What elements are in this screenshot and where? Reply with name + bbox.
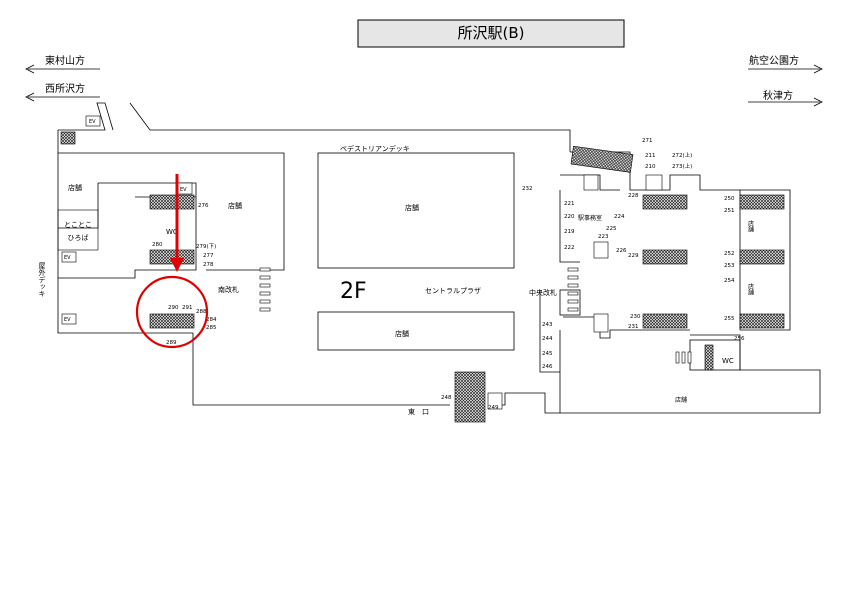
- svg-text:秋津方: 秋津方: [763, 89, 793, 102]
- svg-text:256: 256: [734, 336, 745, 342]
- svg-text:277: 277: [203, 253, 214, 259]
- svg-text:252: 252: [724, 251, 735, 257]
- svg-text:255: 255: [724, 316, 735, 322]
- shop-block-center: 店舗: [317, 152, 515, 269]
- shop-block-lower: 店舗: [317, 311, 515, 351]
- svg-text:272(上): 272(上): [672, 151, 692, 159]
- svg-text:店舗: 店舗: [405, 203, 419, 212]
- svg-text:280: 280: [152, 242, 163, 248]
- svg-text:244: 244: [542, 336, 553, 342]
- svg-text:248: 248: [441, 395, 452, 401]
- station-title: 所沢駅(B): [458, 24, 525, 42]
- shop-label: 店舗: [747, 219, 754, 233]
- arrow-down-icon: [170, 258, 184, 272]
- south-gate-bars: [259, 267, 271, 312]
- svg-text:219: 219: [564, 229, 575, 235]
- svg-text:西所沢方: 西所沢方: [45, 82, 85, 95]
- svg-text:243: 243: [542, 322, 553, 328]
- svg-text:EV: EV: [64, 317, 71, 323]
- target-circle: [135, 275, 209, 349]
- svg-text:291: 291: [182, 305, 193, 311]
- wc-label: WC: [166, 228, 178, 236]
- shop-label: 店舗: [747, 282, 754, 296]
- svg-text:290: 290: [168, 305, 179, 311]
- svg-text:276: 276: [198, 203, 209, 209]
- title-box: 所沢駅(B): [357, 19, 625, 48]
- svg-text:航空公園方: 航空公園方: [749, 54, 799, 67]
- ev-labels: EV EV EV EV: [64, 119, 187, 323]
- central-gate-label: 中央改札: [529, 288, 557, 297]
- svg-text:225: 225: [606, 226, 617, 232]
- area-labels: 店舗 店舗 ペデストリアンデッキ セントラルプラザ 2F 南改札 中央改札 東 …: [38, 144, 754, 416]
- svg-text:229: 229: [628, 253, 639, 259]
- svg-text:273(上): 273(上): [672, 162, 692, 170]
- wc-label: WC: [722, 357, 734, 365]
- ev-boxes: [61, 115, 663, 410]
- svg-text:251: 251: [724, 208, 735, 214]
- svg-text:224: 224: [614, 214, 625, 220]
- svg-text:222: 222: [564, 245, 575, 251]
- wc-stalls: [675, 351, 692, 364]
- svg-text:EV: EV: [89, 119, 96, 125]
- svg-text:EV: EV: [64, 255, 71, 261]
- central-gate-bars: [567, 267, 579, 312]
- svg-text:249: 249: [488, 405, 499, 411]
- svg-text:271: 271: [642, 138, 653, 144]
- direction-nishitokorozawa: 西所沢方: [25, 82, 100, 102]
- svg-text:246: 246: [542, 364, 553, 370]
- svg-text:ひろば: ひろば: [68, 233, 89, 242]
- svg-text:250: 250: [724, 196, 735, 202]
- escalators: [60, 131, 785, 423]
- svg-text:232: 232: [522, 186, 533, 192]
- svg-text:289: 289: [166, 340, 177, 346]
- direction-akitsu: 秋津方: [748, 89, 823, 107]
- svg-text:231: 231: [628, 324, 639, 330]
- svg-text:EV: EV: [180, 187, 187, 193]
- arrow-right-icon: [813, 97, 823, 107]
- floor-label: 2F: [340, 279, 367, 304]
- svg-text:288: 288: [196, 309, 207, 315]
- svg-text:278: 278: [203, 262, 214, 268]
- east-exit-label: 東 口: [408, 407, 429, 416]
- svg-text:284: 284: [206, 317, 217, 323]
- central-plaza-label: セントラルプラザ: [425, 287, 481, 295]
- station-office-label: 駅事務室: [578, 214, 602, 222]
- svg-text:245: 245: [542, 351, 553, 357]
- svg-text:220: 220: [564, 214, 575, 220]
- pedestrian-deck-label: ペデストリアンデッキ: [340, 144, 410, 153]
- svg-text:223: 223: [598, 234, 609, 240]
- shop-label: 店舗: [675, 396, 687, 404]
- shop-label: 店舗: [228, 201, 242, 210]
- svg-text:210: 210: [645, 164, 656, 170]
- svg-text:228: 228: [628, 193, 639, 199]
- svg-text:221: 221: [564, 201, 575, 207]
- arrow-left-icon: [25, 64, 35, 74]
- tokotoko-plaza: とことこ ひろば: [57, 209, 99, 251]
- highlight-marker: [135, 174, 209, 349]
- direction-kokukoen: 航空公園方: [748, 54, 823, 74]
- svg-text:東村山方: 東村山方: [45, 54, 85, 67]
- arrow-left-icon: [25, 92, 35, 102]
- arrow-right-icon: [813, 64, 823, 74]
- svg-text:とことこ: とことこ: [64, 221, 92, 229]
- svg-text:店舗: 店舗: [395, 329, 409, 338]
- svg-text:211: 211: [645, 153, 656, 159]
- svg-text:254: 254: [724, 278, 735, 284]
- south-gate-label: 南改札: [218, 285, 239, 294]
- shop-label: 店舗: [68, 183, 82, 192]
- direction-higashimurayama: 東村山方: [25, 54, 100, 74]
- svg-text:285: 285: [206, 325, 217, 331]
- svg-text:279(下): 279(下): [196, 243, 216, 250]
- svg-text:253: 253: [724, 263, 735, 269]
- outdoor-deck-label: 屋外デッキ: [38, 262, 46, 297]
- ad-number-labels: 271 211 210 272(上) 273(上) 232 221 220 21…: [152, 138, 745, 411]
- svg-text:226: 226: [616, 248, 627, 254]
- svg-text:230: 230: [630, 314, 641, 320]
